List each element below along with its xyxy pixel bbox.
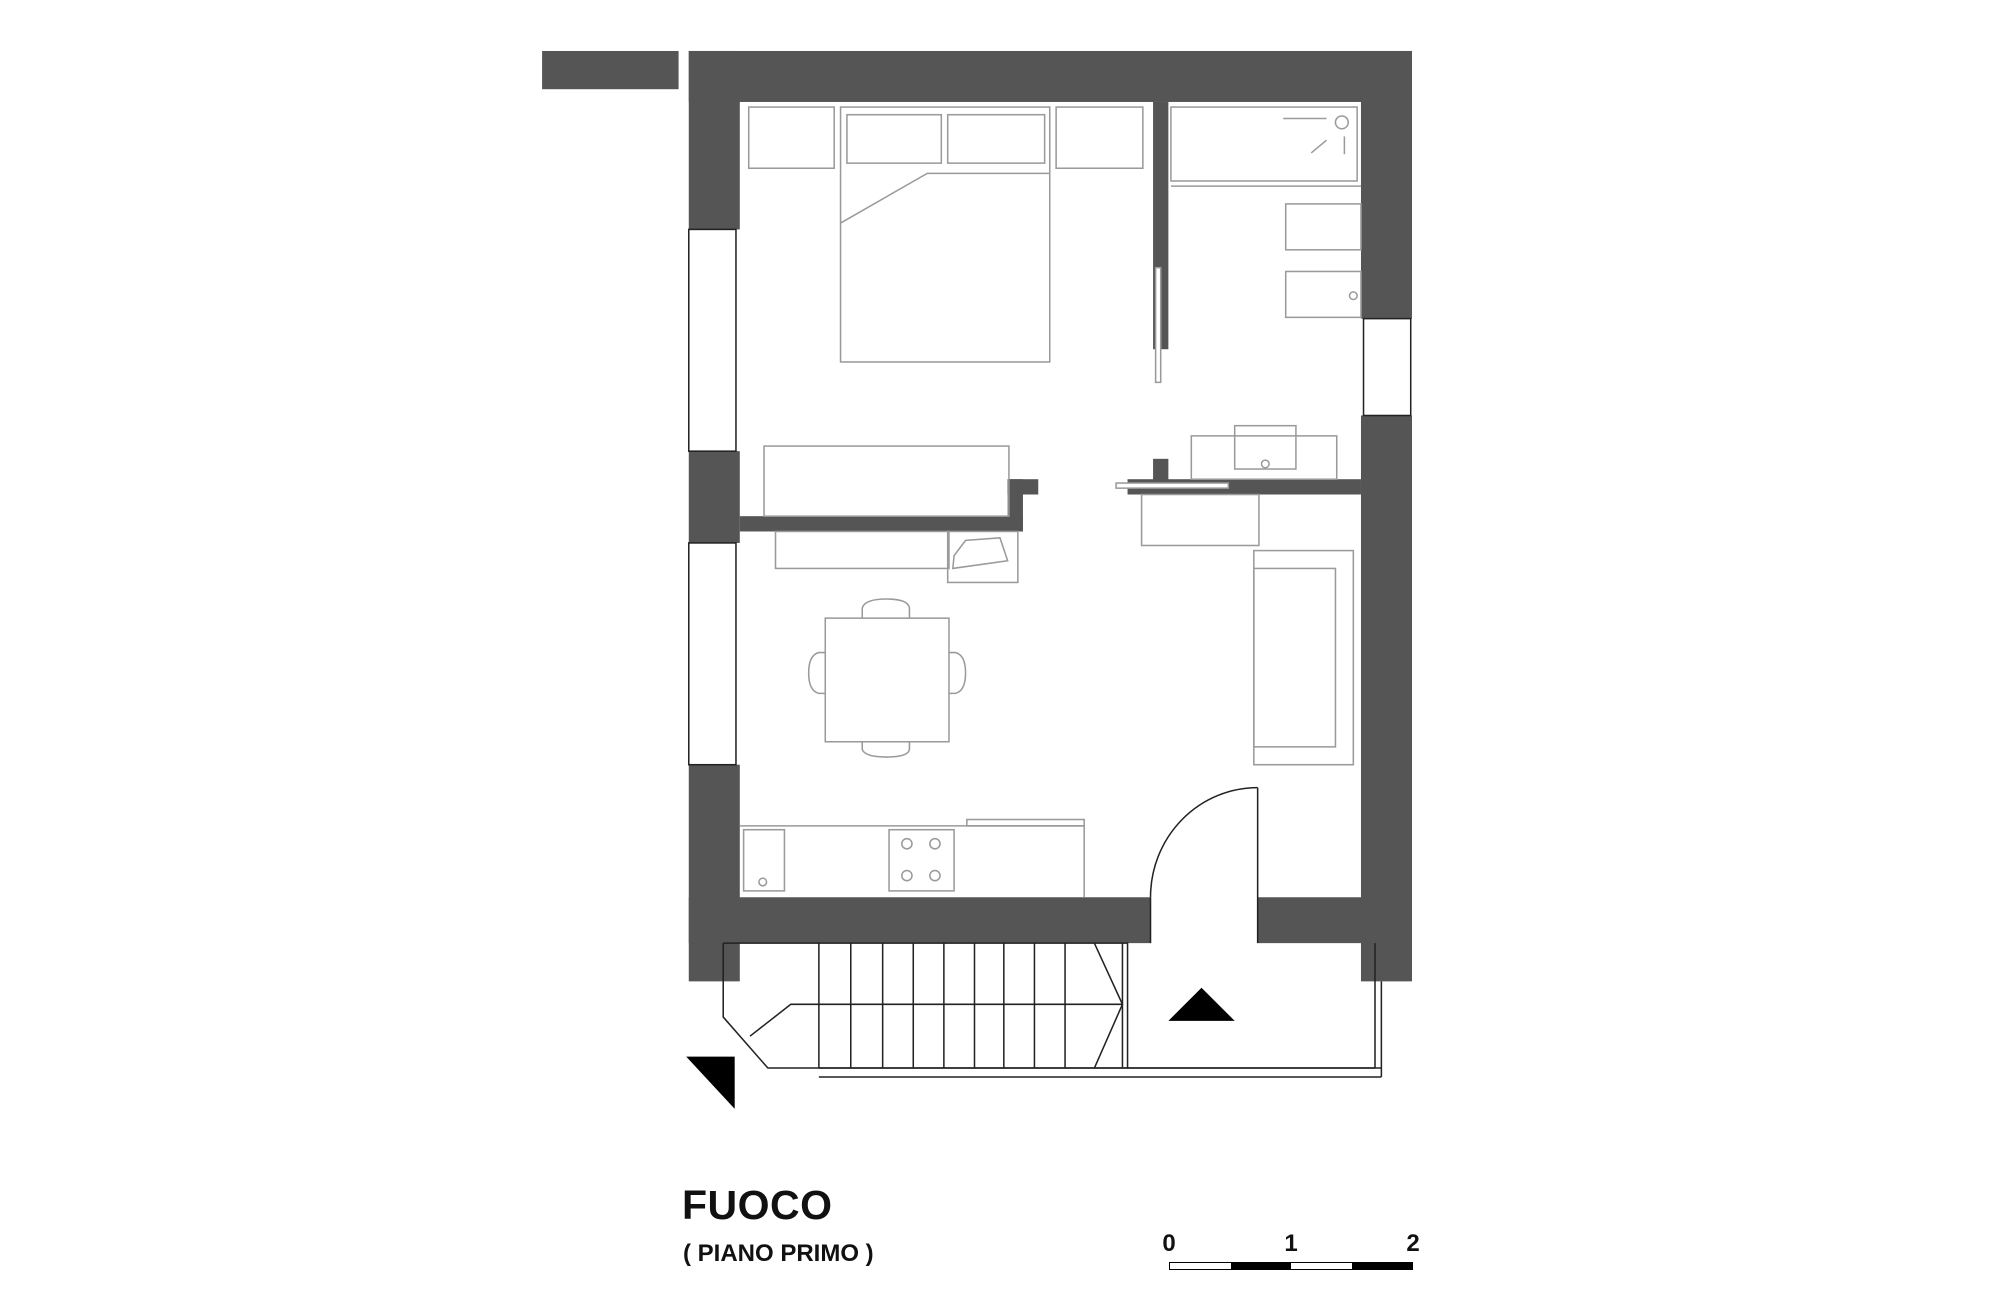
sink (742, 828, 786, 892)
section-marker-icon (1168, 987, 1235, 1021)
drawing-subtitle: ( PIANO PRIMO ) (683, 1240, 874, 1267)
window-right (1362, 317, 1412, 417)
chair-right (948, 651, 967, 695)
washbasin-counter (1190, 435, 1338, 480)
cooktop (888, 828, 955, 892)
wall-stub (542, 50, 679, 90)
bidet (1284, 203, 1362, 251)
sofa-seat (1253, 567, 1337, 748)
window-left-top (688, 228, 737, 452)
scale-label-2: 2 (1406, 1230, 1420, 1257)
scale-label-1: 1 (1284, 1230, 1298, 1257)
cabinet (1140, 493, 1260, 547)
living-furniture (739, 445, 1355, 898)
shower-head (1334, 115, 1349, 130)
partitions (739, 101, 1361, 532)
dining-table (824, 617, 950, 743)
bathroom-fixtures (1170, 106, 1362, 480)
bed-sheet-fold (840, 172, 1050, 224)
sofa-outer (1253, 549, 1355, 766)
wardrobe (763, 445, 1010, 517)
scale-bar: 0 1 2 (1162, 1230, 1423, 1270)
entry-door[interactable] (1149, 786, 1259, 944)
drawing-title: FUOCO (682, 1182, 833, 1228)
kitchen-counter (739, 825, 1085, 898)
nightstand-right (1055, 106, 1144, 169)
outer-walls (688, 50, 1412, 982)
toilet (1284, 270, 1362, 319)
north-arrow-icon (686, 1056, 735, 1109)
chair-bottom (861, 741, 911, 758)
desk-chair-area (946, 530, 1019, 584)
stair-flight (722, 942, 1383, 1078)
pillow-left (846, 113, 943, 164)
washbasin (1233, 424, 1297, 470)
scale-label-0: 0 (1162, 1230, 1176, 1257)
scale-bar-graphic (1169, 1262, 1413, 1270)
desk (774, 530, 950, 570)
shower-tray (1170, 106, 1358, 182)
window-left-bottom (688, 542, 737, 766)
double-bed (839, 106, 1051, 363)
desk-chair (951, 537, 1009, 570)
pillow-right (946, 113, 1046, 164)
nightstand-left (747, 106, 835, 169)
bedroom-furniture (747, 106, 1144, 363)
chair-top (861, 598, 911, 619)
chair-left (807, 651, 826, 695)
